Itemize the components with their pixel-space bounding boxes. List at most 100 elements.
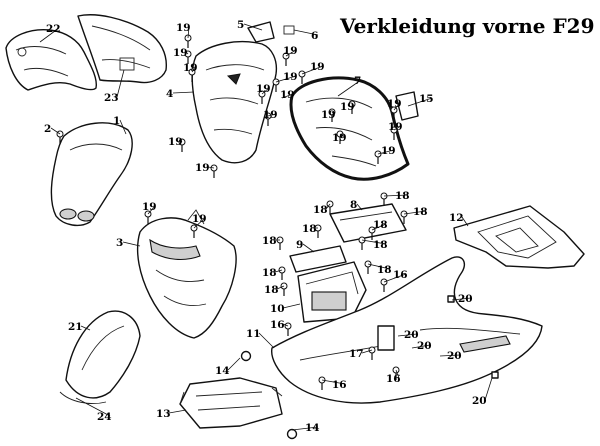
callout-label-c19n: 19 xyxy=(332,132,347,144)
callout-label-c18j: 18 xyxy=(264,284,279,296)
leader-line-c18g xyxy=(361,239,387,245)
part-1-front-shield xyxy=(50,122,133,227)
callout-label-c18c: 18 xyxy=(373,219,388,231)
leader-line-c14b xyxy=(291,426,319,431)
leader-line-c20e xyxy=(484,377,493,401)
leader-line-c15 xyxy=(407,97,433,107)
callout-label-c19b: 19 xyxy=(173,47,188,59)
leader-line-c18h xyxy=(274,269,283,273)
part-3-front-fairing xyxy=(136,209,237,339)
callout-label-c2: 2 xyxy=(44,123,51,135)
leader-line-c18i xyxy=(367,263,391,270)
leader-line-c1 xyxy=(119,119,127,135)
callout-label-c19h: 19 xyxy=(280,89,295,101)
leader-line-c20c xyxy=(411,344,431,349)
callout-label-c19j: 19 xyxy=(321,109,336,121)
leader-line-c3 xyxy=(122,241,141,247)
callout-label-c18g: 18 xyxy=(373,239,388,251)
callout-label-c5: 5 xyxy=(237,19,244,31)
leader-line-c19a xyxy=(187,26,190,39)
callout-label-c18a: 18 xyxy=(313,204,328,216)
part-10-battery-box xyxy=(297,261,367,323)
leader-line-c19p xyxy=(180,140,183,143)
leader-line-c16a xyxy=(383,273,407,283)
callout-label-c24: 24 xyxy=(97,411,112,423)
leader-line-c19e xyxy=(275,75,297,83)
callout-label-c15: 15 xyxy=(419,93,434,105)
callout-label-c19m: 19 xyxy=(388,121,403,133)
part-11-floor-board xyxy=(271,256,543,404)
leader-line-c21 xyxy=(80,325,91,331)
leader-line-c19h xyxy=(281,93,294,99)
callout-label-c18b: 18 xyxy=(395,190,410,202)
leader-line-c24 xyxy=(75,397,111,417)
leader-line-c14a xyxy=(227,357,241,371)
leader-line-c16b xyxy=(282,323,289,327)
leader-line-c19q xyxy=(207,166,215,169)
callout-label-c14b: 14 xyxy=(305,422,320,434)
part-4-inner-shield xyxy=(191,21,295,164)
leader-line-c4 xyxy=(172,91,195,94)
callout-label-c16a: 16 xyxy=(393,269,408,281)
leader-line-c19c xyxy=(191,66,197,73)
part-21-mudguard xyxy=(59,310,141,404)
leader-line-c12 xyxy=(461,216,469,227)
callout-label-c20b: 20 xyxy=(404,329,419,341)
part-8-cover-plate xyxy=(329,203,407,243)
callout-label-c18d: 18 xyxy=(413,206,428,218)
part-20-clips xyxy=(447,295,499,379)
leader-line-c2 xyxy=(50,127,61,135)
leader-line-c18b xyxy=(383,194,409,197)
leader-line-c20d xyxy=(439,354,461,357)
callout-label-c7: 7 xyxy=(354,75,361,87)
callout-label-c16d: 16 xyxy=(332,379,347,391)
leader-line-c22 xyxy=(39,27,60,43)
callout-label-c19q: 19 xyxy=(195,162,210,174)
callout-label-c19r: 19 xyxy=(142,201,157,213)
leader-line-c19b xyxy=(185,51,189,55)
leader-line-c19l xyxy=(393,102,401,111)
callout-label-c19g: 19 xyxy=(256,83,271,95)
leader-line-c19m xyxy=(393,125,402,131)
leader-line-c19r xyxy=(147,205,156,215)
leader-line-c16c xyxy=(395,369,400,379)
callout-label-c19i: 19 xyxy=(263,109,278,121)
callout-label-c18i: 18 xyxy=(377,264,392,276)
callout-label-c6: 6 xyxy=(311,30,318,42)
callout-label-c19o: 19 xyxy=(381,145,396,157)
callout-label-c14a: 14 xyxy=(215,365,230,377)
callout-label-c18h: 18 xyxy=(262,267,277,279)
callout-label-c20c: 20 xyxy=(417,340,432,352)
callout-label-c1: 1 xyxy=(113,115,120,127)
callout-label-c18e: 18 xyxy=(302,223,317,235)
callout-label-c3: 3 xyxy=(116,237,123,249)
leader-line-c19d xyxy=(285,49,297,57)
leader-line-c19i xyxy=(267,113,277,117)
callout-label-c4: 4 xyxy=(166,88,173,100)
leader-line-c16d xyxy=(321,379,346,385)
part-12-floor-mat xyxy=(453,205,585,269)
part-23-handlebar-cover-rear xyxy=(77,14,167,84)
callout-label-c20d: 20 xyxy=(447,350,462,362)
diagram-title: Verkleidung vorne F29 xyxy=(340,14,595,38)
callout-label-c13: 13 xyxy=(156,408,171,420)
leader-line-c13 xyxy=(168,409,187,414)
callout-label-c9: 9 xyxy=(296,239,303,251)
leader-line-c19o xyxy=(377,149,395,155)
callout-label-c23: 23 xyxy=(104,92,119,104)
leader-line-c10 xyxy=(282,303,301,309)
callout-label-c10: 10 xyxy=(270,303,285,315)
leader-line-c18d xyxy=(403,210,427,215)
leader-line-c19g xyxy=(261,87,270,95)
leader-line-c18j xyxy=(276,285,285,290)
leader-line-c19k xyxy=(351,103,354,107)
callout-label-c19p: 19 xyxy=(168,136,183,148)
callout-label-c19k: 19 xyxy=(340,101,355,113)
callout-label-c22: 22 xyxy=(46,23,61,35)
leader-line-c19f xyxy=(301,65,324,75)
callout-label-c19c: 19 xyxy=(183,62,198,74)
leader-line-c17 xyxy=(361,349,373,354)
leader-line-c11 xyxy=(258,332,275,349)
callout-label-c19f: 19 xyxy=(310,61,325,73)
